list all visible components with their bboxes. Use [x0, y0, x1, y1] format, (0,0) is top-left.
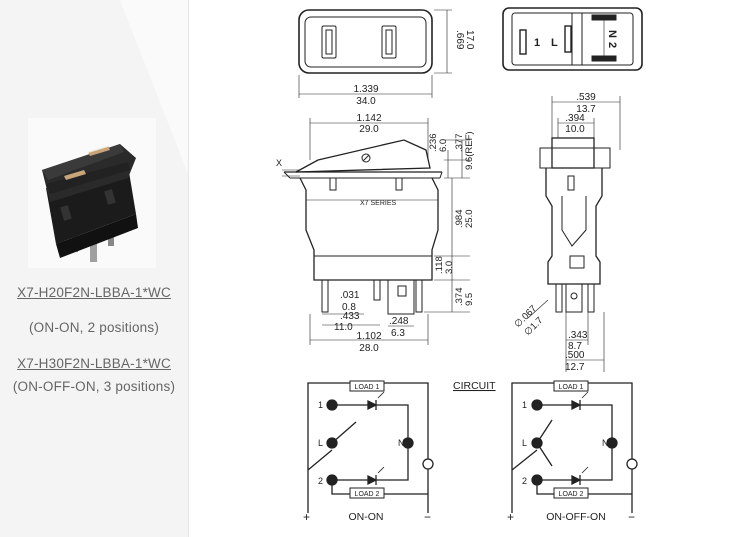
top-view: .669 17.0 1.339 34.0	[298, 9, 475, 107]
dim-9-6-ref: 9.6(REF)	[464, 131, 475, 170]
dim-433: .433	[340, 311, 360, 322]
top-view-width-mm: 34.0	[356, 96, 376, 107]
dim-118: .118	[434, 256, 445, 274]
pinL-label-right: L	[522, 438, 527, 448]
dim-25-0: 25.0	[464, 210, 475, 229]
top-view-height-in: .669	[454, 30, 465, 50]
dim-343: .343	[568, 330, 588, 341]
dim-12-7: 12.7	[565, 362, 585, 373]
dim-13-7: 13.7	[576, 104, 596, 115]
circuit-on-off-on: LOAD 1 1 L N 2 LOAD 2 + − ON-OFF-ON	[507, 380, 638, 524]
dim-374: .374	[454, 288, 465, 307]
dim-1-102: 1.102	[356, 331, 381, 342]
pin2-label-right: 2	[522, 476, 527, 486]
circuit-title: CIRCUIT	[453, 380, 496, 392]
dim-984: .984	[454, 210, 465, 229]
front-width-mm: 29.0	[359, 124, 379, 135]
pin-label-2: 2	[606, 42, 618, 48]
load1-label-right: LOAD 1	[559, 384, 584, 391]
product-description-2: (ON-OFF-ON, 3 positions)	[12, 379, 176, 394]
rocker-switch-image	[42, 144, 138, 262]
pin2-label-left: 2	[318, 476, 323, 486]
dim-248: .248	[389, 316, 409, 327]
dim-10-0: 10.0	[565, 124, 585, 135]
product-photo	[28, 118, 156, 268]
dim-6-0: 6.0	[438, 139, 449, 152]
pin-label-l: L	[551, 37, 558, 49]
dim-9-5: 9.5	[464, 293, 475, 306]
top-view-height-mm: 17.0	[464, 30, 475, 50]
dim-394: .394	[565, 113, 585, 124]
panel-divider	[188, 0, 189, 537]
x-marker: X	[276, 158, 282, 168]
minus-right: −	[628, 510, 635, 524]
dim-28-0: 28.0	[359, 343, 379, 354]
pin1-label-left: 1	[318, 400, 323, 410]
top-view-width-in: 1.339	[353, 84, 378, 95]
minus-left: −	[424, 510, 431, 524]
dim-3-0: 3.0	[444, 261, 455, 274]
caption-on-on: ON-ON	[349, 511, 384, 523]
pin-label-1: 1	[534, 37, 540, 49]
dim-8-7: 8.7	[568, 341, 582, 352]
pinN-label-right: N	[602, 438, 609, 448]
dim-0-8: 0.8	[342, 302, 356, 313]
circuit-on-on: LOAD 1 1 L N 2 LOAD 2 + − ON-ON	[303, 380, 434, 524]
dim-539: .539	[576, 92, 596, 103]
plus-right: +	[507, 510, 514, 524]
product-link-2[interactable]: X7-H30F2N-LBBA-1*WC	[17, 356, 171, 371]
dim-500: .500	[565, 350, 585, 361]
pinL-label-left: L	[318, 438, 323, 448]
product-link-1[interactable]: X7-H20F2N-LBBA-1*WC	[17, 285, 171, 300]
pinN-label-left: N	[398, 438, 405, 448]
caption-on-off-on: ON-OFF-ON	[546, 511, 606, 523]
front-width-in: 1.142	[356, 113, 381, 124]
pin-view: 1 L N 2	[502, 7, 643, 71]
load2-label-right: LOAD 2	[559, 491, 584, 498]
load2-label-left: LOAD 2	[355, 491, 380, 498]
load1-label-left: LOAD 1	[355, 384, 380, 391]
dim-236: .236	[428, 134, 439, 153]
dim-6-3: 6.3	[391, 328, 405, 339]
product-sidebar: X7-H20F2N-LBBA-1*WC (ON-ON, 2 positions)…	[0, 0, 188, 537]
dim-031: .031	[340, 290, 360, 301]
side-view: .539 13.7 .394 10.0 ∅.067 ∅1.7 .343 8.7 …	[512, 92, 621, 373]
front-view: 1.142 29.0 X7 SERIES X	[276, 113, 475, 354]
plus-left: +	[303, 510, 310, 524]
series-label: X7 SERIES	[360, 200, 397, 207]
product-description-1: (ON-ON, 2 positions)	[28, 320, 160, 335]
pin-label-n: N	[606, 30, 618, 38]
pin1-label-right: 1	[522, 400, 527, 410]
dim-377: .377	[454, 134, 465, 153]
dim-11-0: 11.0	[334, 322, 353, 333]
